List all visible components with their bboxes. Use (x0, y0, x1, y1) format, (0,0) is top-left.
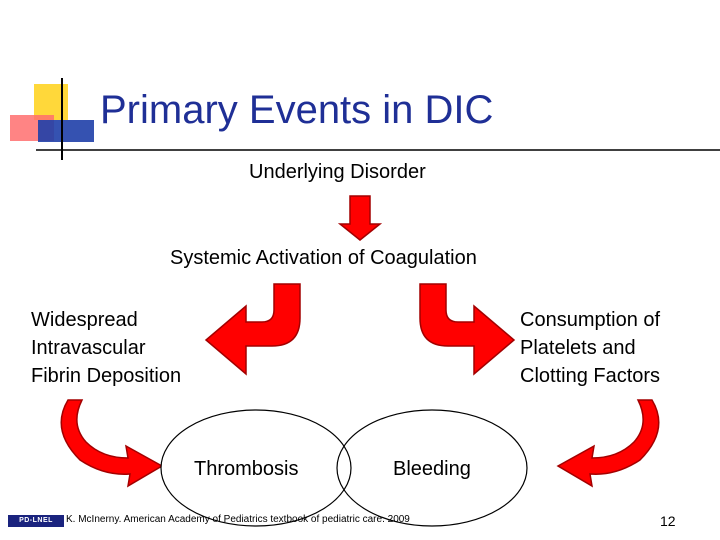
bleeding-label: Bleeding (393, 458, 471, 480)
thrombosis-ellipse (160, 409, 352, 527)
title-decoration-icon (10, 78, 720, 160)
curved-arrow-left-icon (204, 283, 301, 376)
fibrin-line-3: Fibrin Deposition (31, 365, 182, 387)
curved-arrow-icon (556, 399, 660, 488)
logo-icon: PD-LNEL (8, 515, 64, 527)
bleeding-ellipse (336, 409, 528, 527)
reference-citation: K. McInerny. American Academy of Pediatr… (66, 514, 410, 525)
consumption-line-2: Platelets and (520, 337, 636, 359)
slide-title: Primary Events in DIC (100, 88, 494, 132)
thrombosis-label: Thrombosis (194, 458, 299, 480)
fibrin-deposition-label: Widespread Intravascular Fibrin Depositi… (31, 306, 181, 390)
consumption-line-3: Clotting Factors (520, 365, 661, 387)
consumption-line-1: Consumption of (520, 309, 661, 331)
fibrin-line-2: Intravascular (31, 337, 146, 359)
curved-arrow-icon (60, 399, 164, 488)
slide-number: 12 (660, 513, 676, 529)
down-arrow-icon (337, 195, 383, 241)
systemic-activation-label: Systemic Activation of Coagulation (170, 247, 477, 269)
fibrin-line-1: Widespread (31, 309, 138, 331)
consumption-label: Consumption of Platelets and Clotting Fa… (520, 306, 660, 390)
curved-arrow-right-icon (419, 283, 516, 376)
underlying-disorder-label: Underlying Disorder (249, 161, 426, 183)
